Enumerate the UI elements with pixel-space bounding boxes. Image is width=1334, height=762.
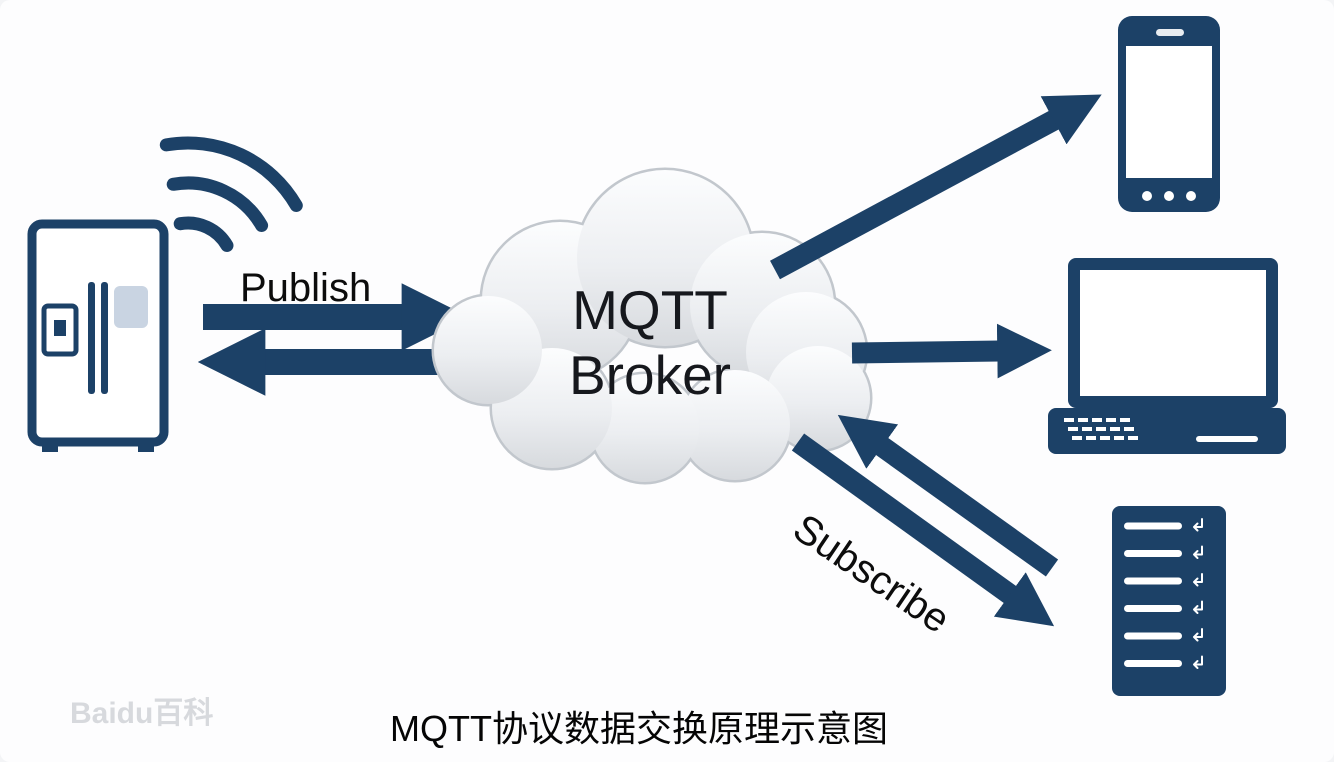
watermark: Baidu百科: [70, 697, 214, 730]
cloud-shape: [431, 167, 873, 485]
wifi-signal-icon: [159, 136, 303, 252]
broker-label: MQTT Broker: [495, 278, 805, 408]
refrigerator-icon: [27, 219, 169, 452]
laptop-icon: [1048, 258, 1286, 454]
broker-to-server-arrow: [791, 433, 1055, 627]
server-to-broker-arrow: [837, 414, 1059, 577]
broker-label-line1: MQTT: [572, 279, 728, 341]
broker-to-laptop-arrow: [851, 323, 1052, 379]
publish-label: Publish: [240, 266, 372, 310]
broker-label-line2: Broker: [569, 343, 731, 406]
caption: MQTT协议数据交换原理示意图: [390, 708, 888, 749]
server-icon: [1112, 506, 1226, 696]
smartphone-icon: [1118, 16, 1220, 212]
broker-to-phone-arrow: [770, 94, 1102, 280]
